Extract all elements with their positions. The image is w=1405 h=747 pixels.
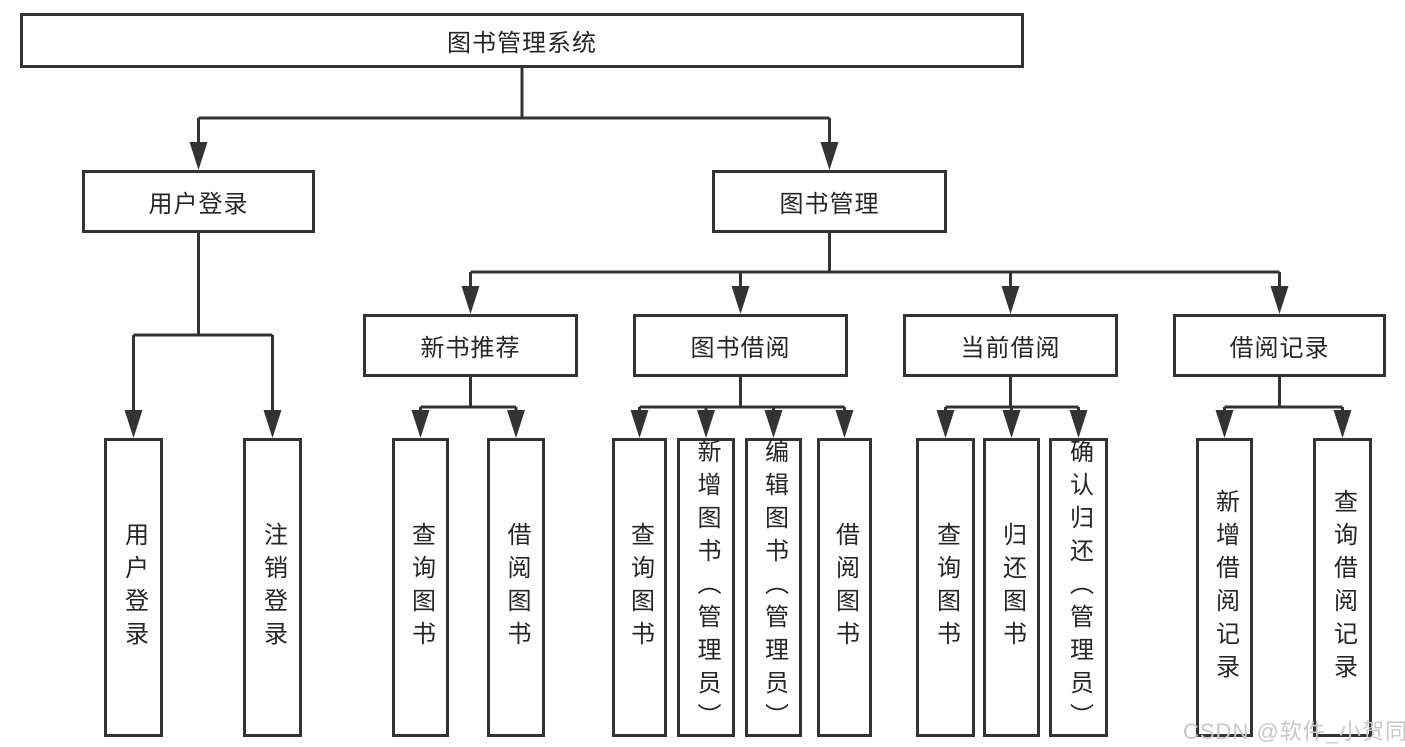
leaf-edit-books-admin: 编辑图书（管理员） — [745, 438, 802, 737]
leaf-add-borrow-record-label: 新增借阅记录 — [1211, 488, 1239, 687]
leaf-borrow-books-label: 借阅图书 — [831, 521, 859, 654]
leaf-add-books-admin-label: 新增图书（管理员） — [693, 439, 720, 736]
leaf-confirm-return-admin-label: 确认归还（管理员） — [1065, 439, 1093, 736]
arrowhead — [189, 142, 208, 170]
leaf-query-borrow-record: 查询借阅记录 — [1313, 438, 1372, 737]
leaf-borrow-books-recommend: 借阅图书 — [487, 438, 545, 737]
arrowheads — [124, 142, 1352, 438]
leaf-query-borrow-record-label: 查询借阅记录 — [1329, 488, 1357, 687]
leaf-query-books-borrowing-label: 查询图书 — [626, 521, 654, 654]
leaf-query-books-recommend-label: 查询图书 — [407, 521, 435, 654]
arrowhead — [1002, 410, 1021, 438]
arrowhead — [1333, 410, 1352, 438]
leaf-confirm-return-admin: 确认归还（管理员） — [1049, 438, 1108, 737]
arrowhead — [1215, 410, 1234, 438]
node-new-book-recommend: 新书推荐 — [363, 314, 578, 377]
arrowhead — [630, 410, 649, 438]
leaf-logout-label: 注销登录 — [259, 521, 287, 654]
leaf-borrow-books-recommend-label: 借阅图书 — [503, 521, 530, 654]
leaf-logout: 注销登录 — [243, 438, 302, 737]
node-borrow-records-label: 借阅记录 — [1229, 335, 1330, 362]
leaf-query-books-current: 查询图书 — [916, 438, 975, 737]
leaf-add-borrow-record: 新增借阅记录 — [1196, 438, 1253, 737]
arrowhead — [411, 410, 430, 438]
leaf-query-books-recommend: 查询图书 — [392, 438, 449, 737]
arrowhead — [820, 142, 839, 170]
leaf-add-books-admin: 新增图书（管理员） — [677, 438, 735, 737]
arrowhead — [697, 410, 715, 438]
node-user-login-label: 用户登录 — [148, 191, 249, 218]
leaf-return-books-label: 归还图书 — [998, 521, 1026, 654]
arrowhead — [1069, 410, 1088, 438]
node-book-management-label: 图书管理 — [779, 191, 880, 218]
node-borrow-records: 借阅记录 — [1173, 314, 1386, 377]
arrowhead — [764, 410, 783, 438]
leaf-return-books: 归还图书 — [983, 438, 1040, 737]
arrowhead — [461, 286, 480, 314]
node-user-login: 用户登录 — [82, 170, 315, 233]
arrowhead — [731, 286, 750, 314]
node-current-borrowing-label: 当前借阅 — [960, 335, 1061, 362]
leaf-query-books-current-label: 查询图书 — [932, 521, 960, 654]
arrowhead — [507, 410, 525, 438]
node-current-borrowing: 当前借阅 — [903, 314, 1118, 377]
arrowhead — [835, 410, 854, 438]
arrowhead — [1001, 286, 1020, 314]
leaf-edit-books-admin-label: 编辑图书（管理员） — [760, 439, 788, 736]
leaf-borrow-books: 借阅图书 — [817, 438, 872, 737]
csdn-watermark: CSDN @软件_小贺同学 — [1183, 719, 1405, 744]
arrowhead — [936, 410, 955, 438]
node-library-system-label: 图书管理系统 — [447, 30, 597, 57]
node-book-borrowing-label: 图书借阅 — [690, 335, 791, 362]
arrowhead — [124, 410, 143, 438]
arrowhead — [263, 410, 282, 438]
node-book-management: 图书管理 — [712, 170, 947, 233]
arrowhead — [1270, 286, 1289, 314]
node-new-book-recommend-label: 新书推荐 — [420, 335, 521, 362]
leaf-query-books-borrowing: 查询图书 — [612, 438, 667, 737]
node-book-borrowing: 图书借阅 — [633, 314, 848, 377]
leaf-user-login-label: 用户登录 — [120, 521, 148, 654]
node-library-system: 图书管理系统 — [20, 13, 1024, 68]
leaf-user-login: 用户登录 — [104, 438, 163, 737]
